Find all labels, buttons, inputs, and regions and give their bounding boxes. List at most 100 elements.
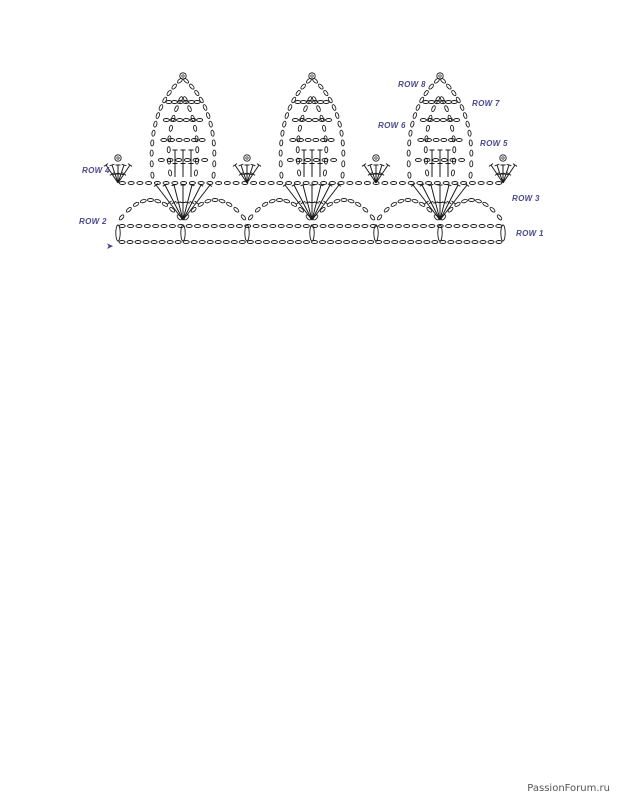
fan-stitch xyxy=(464,183,470,187)
arch-chain xyxy=(290,201,298,207)
chain-stitch xyxy=(210,224,218,228)
inner-chain xyxy=(162,118,170,122)
inner-chain xyxy=(191,138,198,142)
inner-chain xyxy=(165,100,173,104)
petal-chain xyxy=(284,112,289,119)
small-fan-stitch xyxy=(488,163,494,167)
petal-chain xyxy=(410,120,415,128)
chain-stitch xyxy=(127,181,135,185)
petal-chain xyxy=(300,83,306,90)
fan-stitch xyxy=(410,183,416,187)
petal-chain xyxy=(440,77,446,84)
fan-stitch xyxy=(327,183,333,187)
arch-chain xyxy=(240,214,247,221)
fan-stitch xyxy=(171,183,177,187)
inner-chain xyxy=(300,100,307,104)
chain-stitch xyxy=(468,181,476,185)
petal-chain xyxy=(168,124,173,132)
fan-stitch xyxy=(184,201,191,204)
chain-stitch xyxy=(495,181,503,185)
petal-chain xyxy=(406,149,411,157)
petal-chain xyxy=(451,89,457,97)
chain-stitch xyxy=(319,224,327,228)
picot xyxy=(310,74,314,78)
chain-stitch xyxy=(127,224,135,228)
fan-stitch xyxy=(194,200,199,205)
inner-chain xyxy=(318,118,326,122)
chain-stitch xyxy=(445,224,453,228)
inner-chain xyxy=(317,100,324,104)
fan-stitch xyxy=(419,183,425,187)
inner-chain xyxy=(304,158,312,162)
petal-chain xyxy=(278,149,283,157)
row-6-label: ROW 6 xyxy=(378,121,406,130)
petal-chain xyxy=(434,77,440,84)
inner-chain xyxy=(414,158,422,162)
petal-chain xyxy=(322,169,327,177)
tall-stitch xyxy=(373,224,379,242)
chain-stitch xyxy=(378,224,386,228)
chain-stitch xyxy=(335,240,343,244)
fan-stitch xyxy=(167,200,172,205)
fan-stitch xyxy=(441,201,448,204)
inner-chain xyxy=(440,158,448,162)
inner-chain xyxy=(450,100,458,104)
inner-chain xyxy=(425,138,432,142)
picot xyxy=(116,156,120,160)
small-fan-stitch xyxy=(250,163,256,167)
petal-chain xyxy=(450,169,455,177)
petal-chain xyxy=(425,124,430,132)
petal-chain xyxy=(465,120,470,128)
petal-chain xyxy=(428,83,434,90)
petal-chain xyxy=(211,139,216,147)
chain-stitch xyxy=(455,240,463,244)
petal-chain xyxy=(318,83,324,90)
arch-chain xyxy=(283,198,291,204)
fan-stitch xyxy=(446,183,452,187)
fan-stitch xyxy=(171,200,177,205)
petal-chain xyxy=(206,112,211,119)
arch-chain xyxy=(355,201,362,207)
petal-chain xyxy=(208,120,213,128)
picot xyxy=(374,156,378,160)
chain-stitch xyxy=(381,181,389,185)
arch-chain xyxy=(139,198,147,204)
arch-chain xyxy=(268,198,276,204)
inner-chain xyxy=(453,118,461,122)
picot xyxy=(438,74,442,78)
chain-stitch xyxy=(453,224,461,228)
chain-stitch xyxy=(398,181,406,185)
chain-stitch xyxy=(416,181,424,185)
inner-chain xyxy=(192,158,200,162)
small-fan-stitch xyxy=(238,163,244,167)
petal-chain xyxy=(155,112,160,119)
petal-chain xyxy=(187,105,192,112)
small-fan-stitch xyxy=(376,172,382,176)
inner-chain xyxy=(289,138,297,142)
petal-chain xyxy=(423,146,428,154)
petal-chain xyxy=(341,160,346,168)
chain-stitch xyxy=(202,224,210,228)
petal-chain xyxy=(166,146,171,154)
petal-chain xyxy=(149,160,154,168)
petal-chain xyxy=(467,129,472,137)
inner-chain xyxy=(440,138,448,142)
chain-stitch xyxy=(118,240,126,244)
arch-chain xyxy=(254,207,261,213)
chain-stitch xyxy=(261,224,268,228)
chain-stitch xyxy=(425,181,433,185)
fan-stitch xyxy=(175,201,182,204)
petal-chain xyxy=(198,96,204,104)
inner-chain xyxy=(312,138,320,142)
chain-stitch xyxy=(171,181,179,185)
petal-chain xyxy=(440,96,445,103)
chain-stitch xyxy=(478,224,486,228)
chain-stitch xyxy=(295,240,302,244)
petal-chain xyxy=(158,104,164,111)
arch-chain xyxy=(468,198,475,202)
fan-stitch xyxy=(336,183,342,187)
petal-chain xyxy=(297,169,302,177)
petal-chain xyxy=(183,96,188,103)
small-fan-stitch xyxy=(256,163,262,167)
petal-chain xyxy=(331,104,337,111)
